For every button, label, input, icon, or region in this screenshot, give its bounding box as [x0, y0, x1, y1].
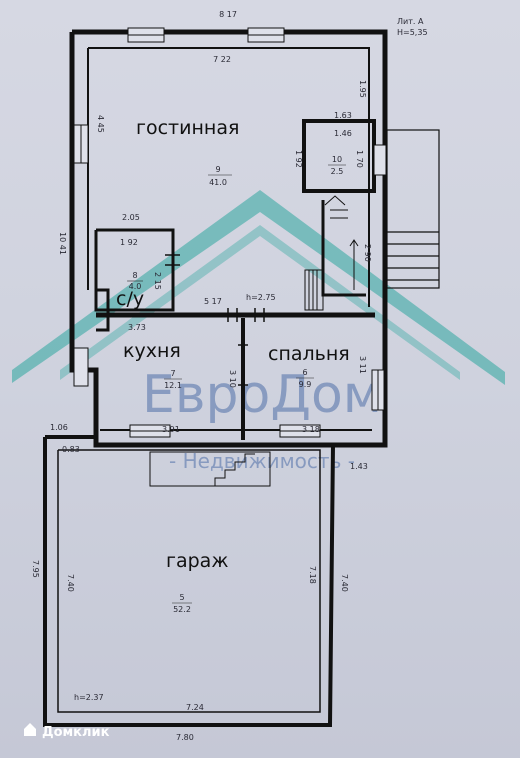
dim-left-1041: 10 41: [58, 232, 67, 255]
room-hall-area: 2.5: [331, 167, 344, 176]
room-garage-name: гараж: [166, 550, 228, 572]
dim-g740-left: 7.40: [66, 574, 75, 592]
dim-b318: 3 18: [302, 425, 320, 434]
room-living-name: гостинная: [136, 117, 239, 139]
dim-hall-170: 1 70: [355, 150, 364, 168]
dim-wc-215: 2 15: [153, 272, 162, 290]
room-labels: гостинная 9 41.0 10 2.5 8 4.0 с/у кухня …: [116, 117, 350, 614]
dim-top-outer: 8 17: [219, 10, 237, 19]
dim-g780: 7.80: [176, 733, 194, 742]
dim-hall-192: 1 92: [294, 150, 303, 168]
watermark-sub: - Недвижимость -: [169, 449, 355, 473]
external-stairs: [386, 129, 440, 289]
dim-top-inner: 7 22: [213, 55, 231, 64]
dim-right-195: 1.95: [358, 80, 367, 98]
watermark: ЕвроДом - Недвижимость -: [12, 190, 505, 473]
domclick-text: Домклик: [42, 725, 110, 740]
room-living-area: 41.0: [209, 178, 227, 187]
dim-517: 5 17: [204, 297, 222, 306]
dim-g237: h=2.37: [74, 693, 104, 702]
domclick-logo: Домклик: [24, 723, 110, 740]
dim-wc-205: 2.05: [122, 213, 140, 222]
room-wc-name: с/у: [116, 288, 144, 310]
garage-walls: [43, 435, 385, 727]
dim-g143: 1.43: [350, 462, 368, 471]
room-kitchen-name: кухня: [123, 340, 181, 362]
dim-hall-163: 1.63: [334, 111, 352, 120]
room-hall-num: 10: [332, 155, 342, 164]
dim-r290: 2 90: [363, 244, 372, 262]
dim-g718: 7.18: [308, 566, 317, 584]
dim-g724: 7.24: [186, 703, 204, 712]
dim-h275: h=2.75: [246, 293, 276, 302]
room-bedroom-area: 9.9: [299, 380, 312, 389]
dim-left-445: 4 45: [96, 115, 105, 133]
room-garage-num: 5: [179, 593, 184, 602]
room-kitchen-num: 7: [170, 369, 175, 378]
dim-k373: 3.73: [128, 323, 146, 332]
room-garage-area: 52.2: [173, 605, 191, 614]
lit-label: Лит. А: [397, 17, 424, 26]
dim-g106: 1.06: [50, 423, 68, 432]
room-wc-area: 4.0: [129, 282, 142, 291]
dim-g740-right: 7.40: [340, 574, 349, 592]
garage-stairs: [149, 451, 271, 487]
dim-b311: 3 11: [358, 356, 367, 374]
header-notes: Лит. А H=5,35: [397, 17, 428, 37]
height-label: H=5,35: [397, 28, 428, 37]
house-icon: [24, 723, 36, 736]
room-bedroom-num: 6: [302, 368, 307, 377]
room-wc-num: 8: [132, 271, 137, 280]
dim-k310: 3 10: [228, 370, 237, 388]
dimension-labels: 8 17 7 22 1.95 4 45 10 41 1.63 1.46 1 92…: [31, 10, 372, 742]
watermark-brand: ЕвроДом: [142, 365, 382, 425]
dim-wc-192: 1 92: [120, 238, 138, 247]
door-marks: [165, 254, 265, 386]
dim-g083: 0.83: [62, 445, 80, 454]
windows: [73, 27, 387, 438]
dim-g795: 7.95: [31, 560, 40, 578]
room-living-num: 9: [215, 165, 220, 174]
room-bedroom-name: спальня: [268, 343, 350, 365]
dim-hall-146: 1.46: [334, 129, 352, 138]
dim-k391: 3.91: [162, 425, 180, 434]
room-kitchen-area: 12.1: [164, 381, 182, 390]
internal-stairs: [304, 195, 359, 311]
